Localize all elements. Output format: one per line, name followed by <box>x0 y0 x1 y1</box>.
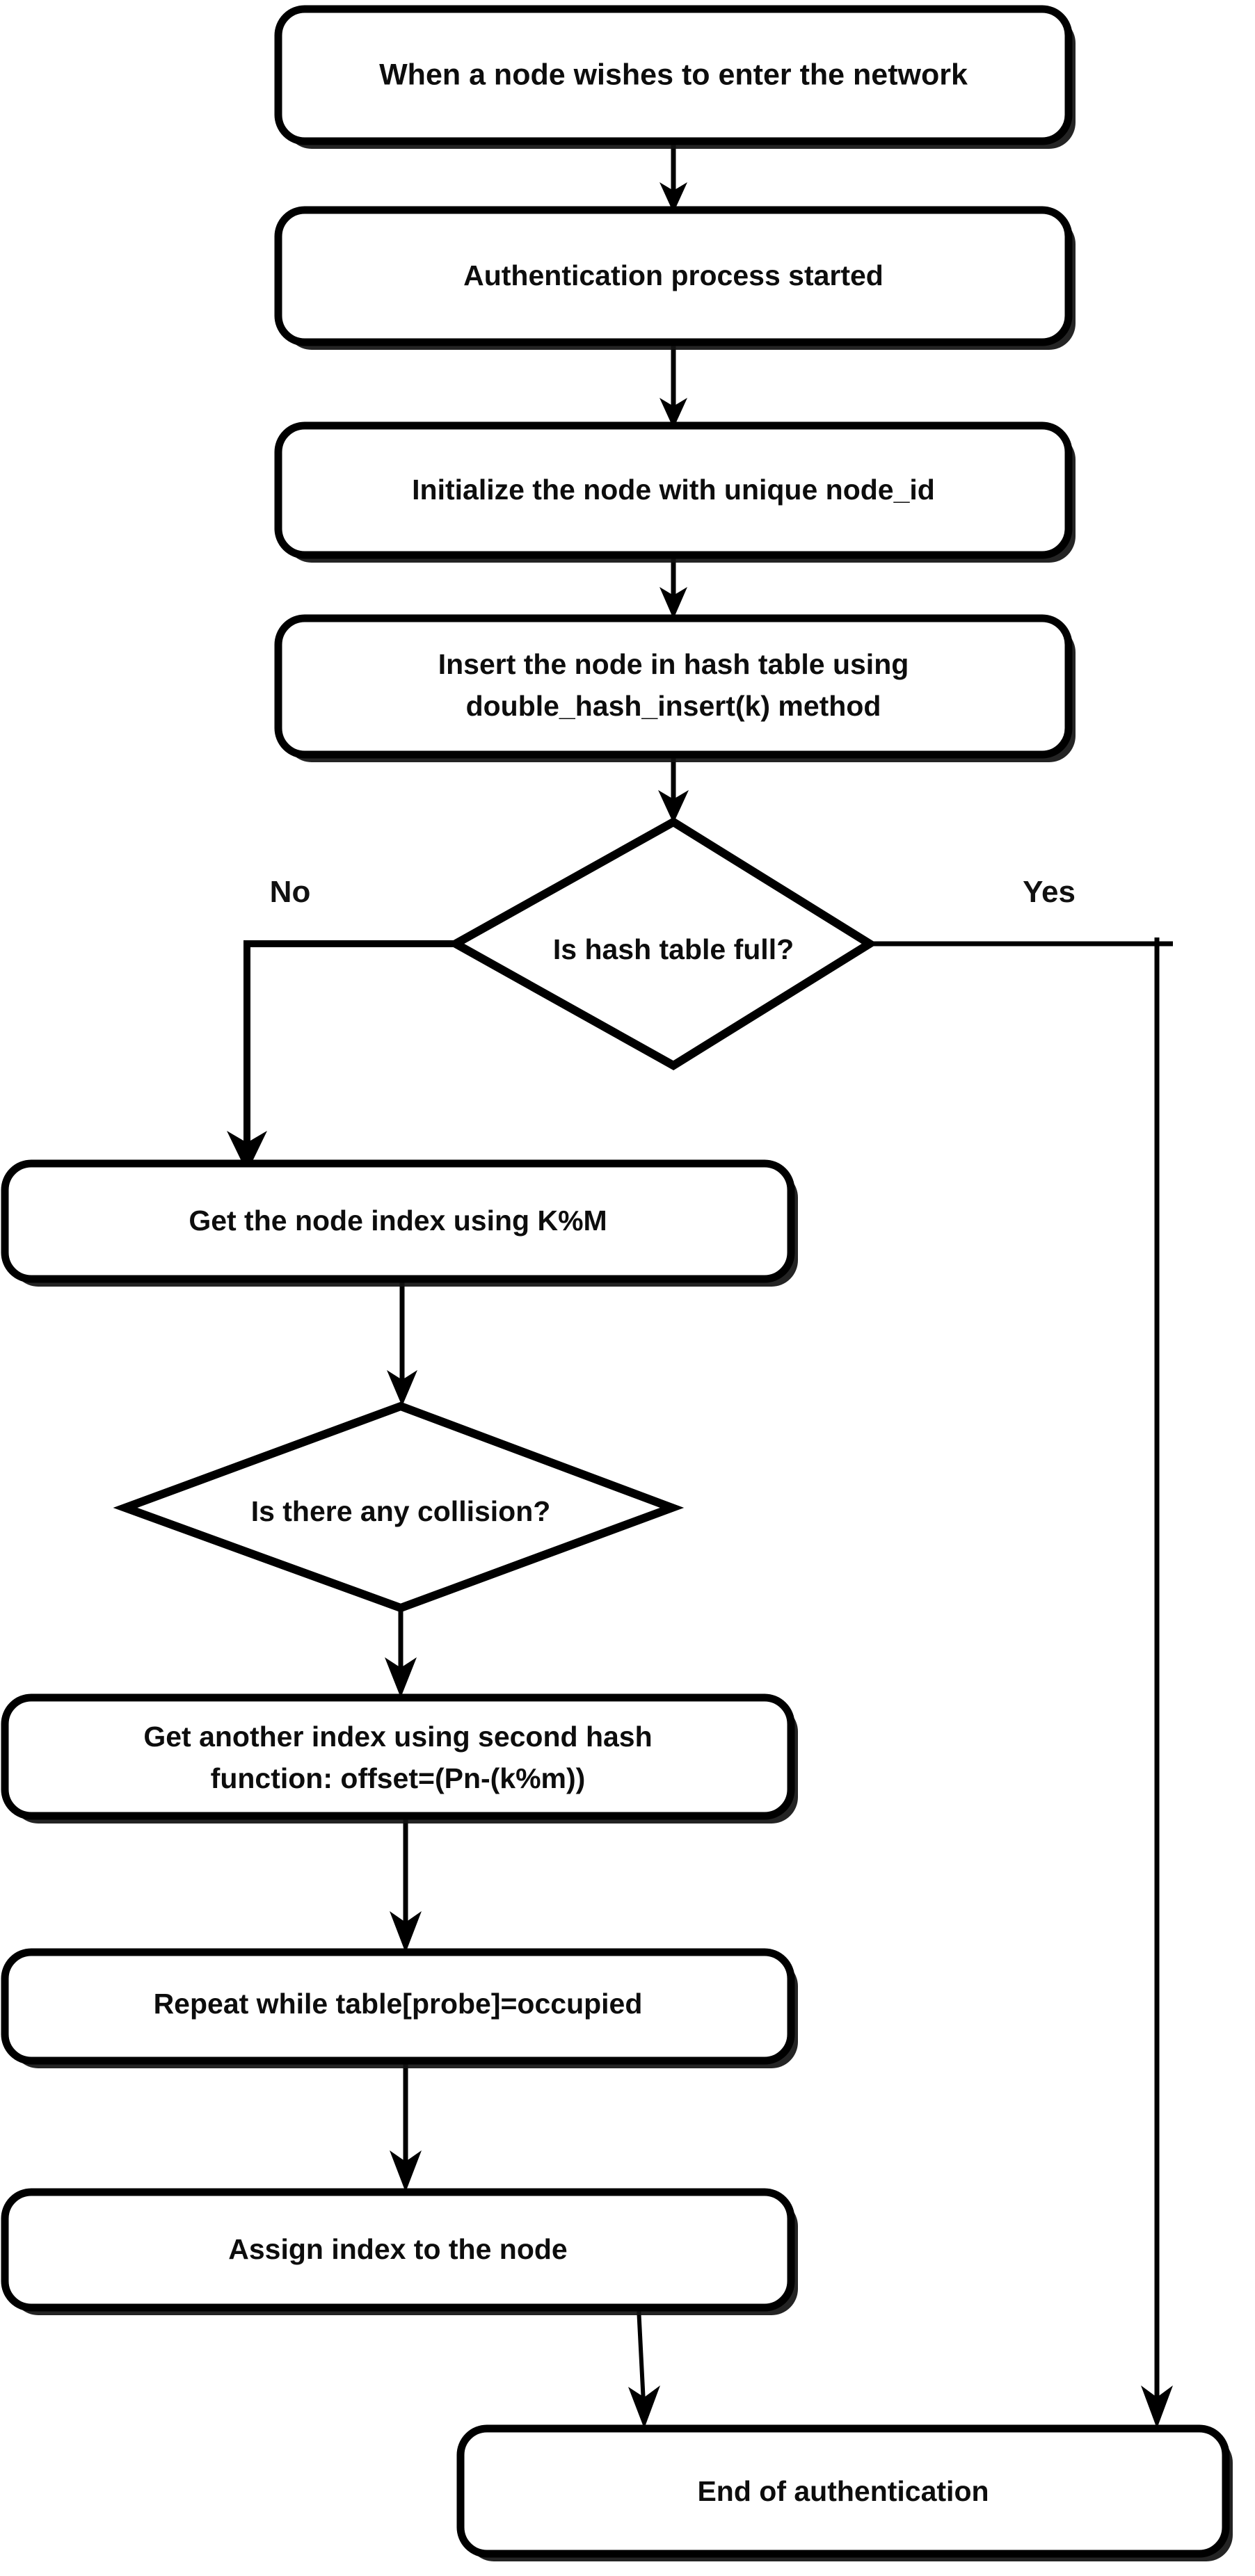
node-start-label: When a node wishes to enter the network <box>379 58 968 91</box>
node-start[interactable]: When a node wishes to enter the network <box>274 5 1076 149</box>
edge-label-yes: Yes <box>1023 875 1076 909</box>
node-is-table-full-label: Is hash table full? <box>553 933 794 965</box>
node-init-node[interactable]: Initialize the node with unique node_id <box>274 421 1076 563</box>
node-assign-index[interactable]: Assign index to the node <box>1 2188 798 2315</box>
node-is-collision[interactable]: Is there any collision? <box>113 1401 685 1613</box>
connector-collision-to-secondhash <box>385 1608 417 1698</box>
node-second-hash-label-line1: Get another index using second hash <box>143 1721 652 1753</box>
connector-assign-to-end <box>628 2307 660 2429</box>
node-insert-node-label-line1: Insert the node in hash table using <box>438 648 909 680</box>
node-end-auth[interactable]: End of authentication <box>456 2424 1233 2561</box>
node-repeat-probe[interactable]: Repeat while table[probe]=occupied <box>1 1948 798 2068</box>
node-auth-started-label: Authentication process started <box>463 259 884 291</box>
node-second-hash[interactable]: Get another index using second hash func… <box>1 1693 798 1824</box>
node-second-hash-label-line2: function: offset=(Pn-(k%m)) <box>211 1762 586 1794</box>
node-insert-node-label-line2: double_hash_insert(k) method <box>466 690 881 722</box>
connector-auth-to-init <box>660 346 687 428</box>
node-assign-index-label: Assign index to the node <box>228 2233 567 2265</box>
connector-getindex-to-collision <box>387 1280 417 1406</box>
connector-secondhash-to-repeat <box>390 1817 422 1953</box>
edge-label-no: No <box>270 875 311 909</box>
connector-yes-branch <box>870 937 1173 2429</box>
node-is-collision-label: Is there any collision? <box>251 1495 551 1527</box>
node-get-index[interactable]: Get the node index using K%M <box>1 1159 798 1287</box>
node-is-table-full[interactable]: Is hash table full? <box>447 817 878 1070</box>
connector-start-to-auth <box>660 145 687 213</box>
node-repeat-probe-label: Repeat while table[probe]=occupied <box>154 1988 643 2020</box>
node-end-auth-label: End of authentication <box>697 2475 989 2507</box>
connector-insert-to-decision1 <box>658 756 689 823</box>
node-init-node-label: Initialize the node with unique node_id <box>412 474 935 506</box>
node-insert-node[interactable]: Insert the node in hash table using doub… <box>274 614 1076 762</box>
connector-no-branch <box>227 940 456 1173</box>
node-get-index-label: Get the node index using K%M <box>189 1205 607 1237</box>
connector-repeat-to-assign <box>390 2061 422 2192</box>
node-auth-started[interactable]: Authentication process started <box>274 206 1076 350</box>
connector-init-to-insert <box>660 556 687 619</box>
